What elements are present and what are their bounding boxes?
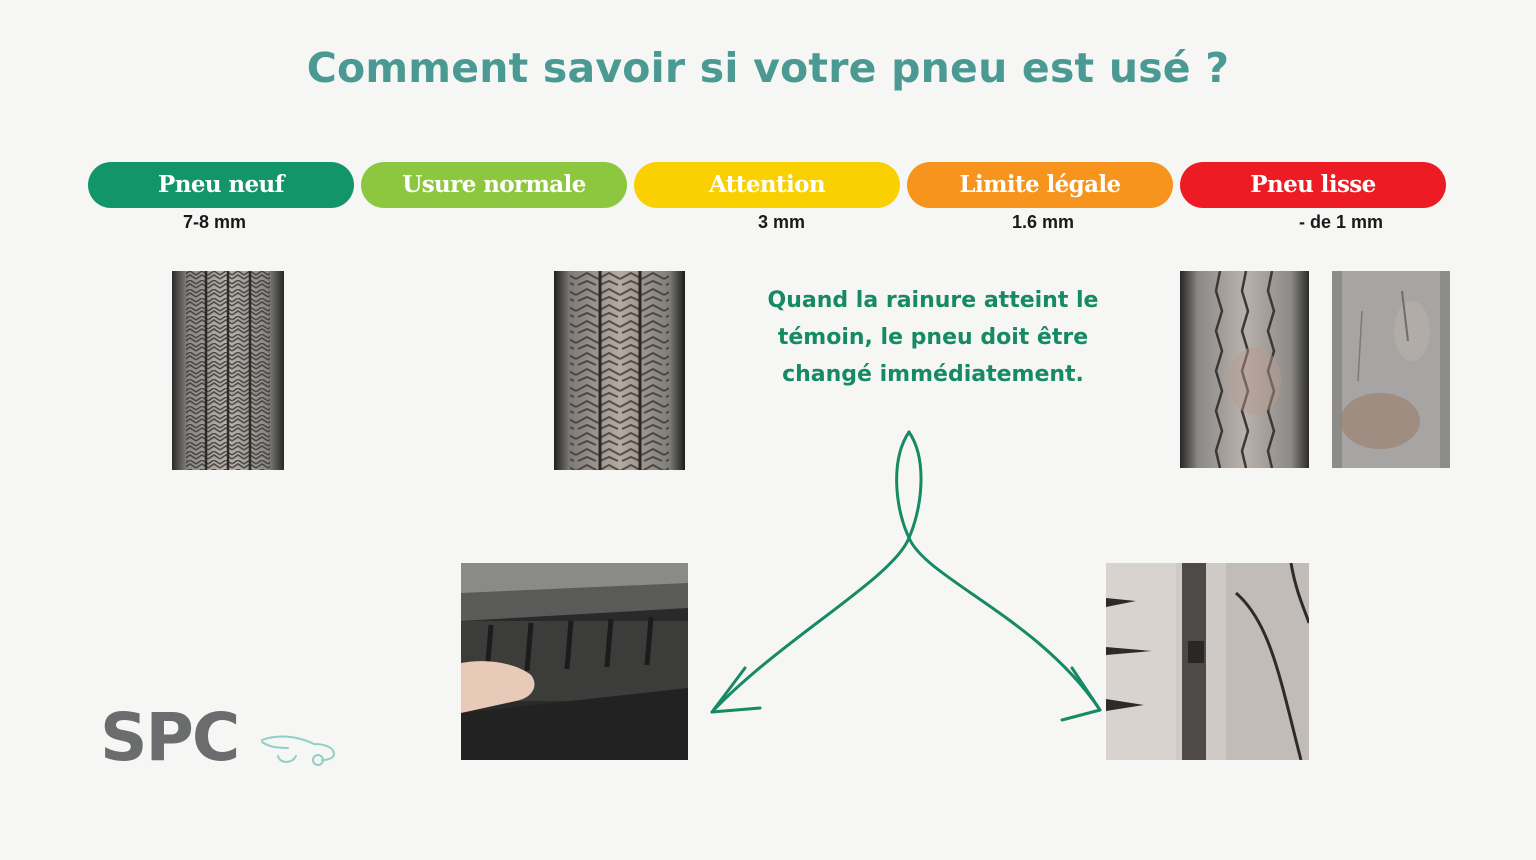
- car-outline-icon: [261, 735, 336, 766]
- stage-limite-legale: Limite légale: [907, 162, 1173, 208]
- groove-graphic: [1106, 563, 1309, 760]
- curved-arrows-icon: [710, 430, 1102, 722]
- bald-tire-tread-photo: [1332, 271, 1450, 468]
- depth-limite-legale: 1.6 mm: [1012, 212, 1075, 232]
- depth-pneu-neuf: 7-8 mm: [183, 212, 247, 232]
- new-tire-tread-photo: [172, 271, 284, 470]
- normal-wear-tire-tread-photo: [554, 271, 685, 470]
- stage-pneu-lisse: Pneu lisse: [1180, 162, 1446, 208]
- wear-indicator-sidewall-photo: [461, 563, 688, 760]
- page-title: Comment savoir si votre pneu est usé ?: [306, 44, 1230, 92]
- sidewall-graphic: [461, 563, 688, 760]
- new-tire-tread-graphic: [172, 271, 284, 470]
- depth-pneu-lisse: - de 1 mm: [1299, 212, 1384, 232]
- stage-attention: Attention: [634, 162, 900, 208]
- wear-indicator-note: Quand la rainure atteint le témoin, le p…: [767, 288, 1099, 387]
- spc-logo-text: SPC: [100, 699, 240, 776]
- stage-usure-normale: Usure normale: [361, 162, 627, 208]
- normal-wear-tire-tread-graphic: [554, 271, 685, 470]
- wear-indicator-groove-photo: [1106, 563, 1309, 760]
- stage-pneu-neuf: Pneu neuf: [88, 162, 354, 208]
- legal-limit-tire-tread-photo: [1180, 271, 1309, 468]
- legal-limit-tire-tread-graphic: [1180, 271, 1309, 468]
- spc-logo: SPC: [100, 700, 340, 776]
- bald-tire-tread-graphic: [1332, 271, 1450, 468]
- depth-attention: 3 mm: [758, 212, 806, 232]
